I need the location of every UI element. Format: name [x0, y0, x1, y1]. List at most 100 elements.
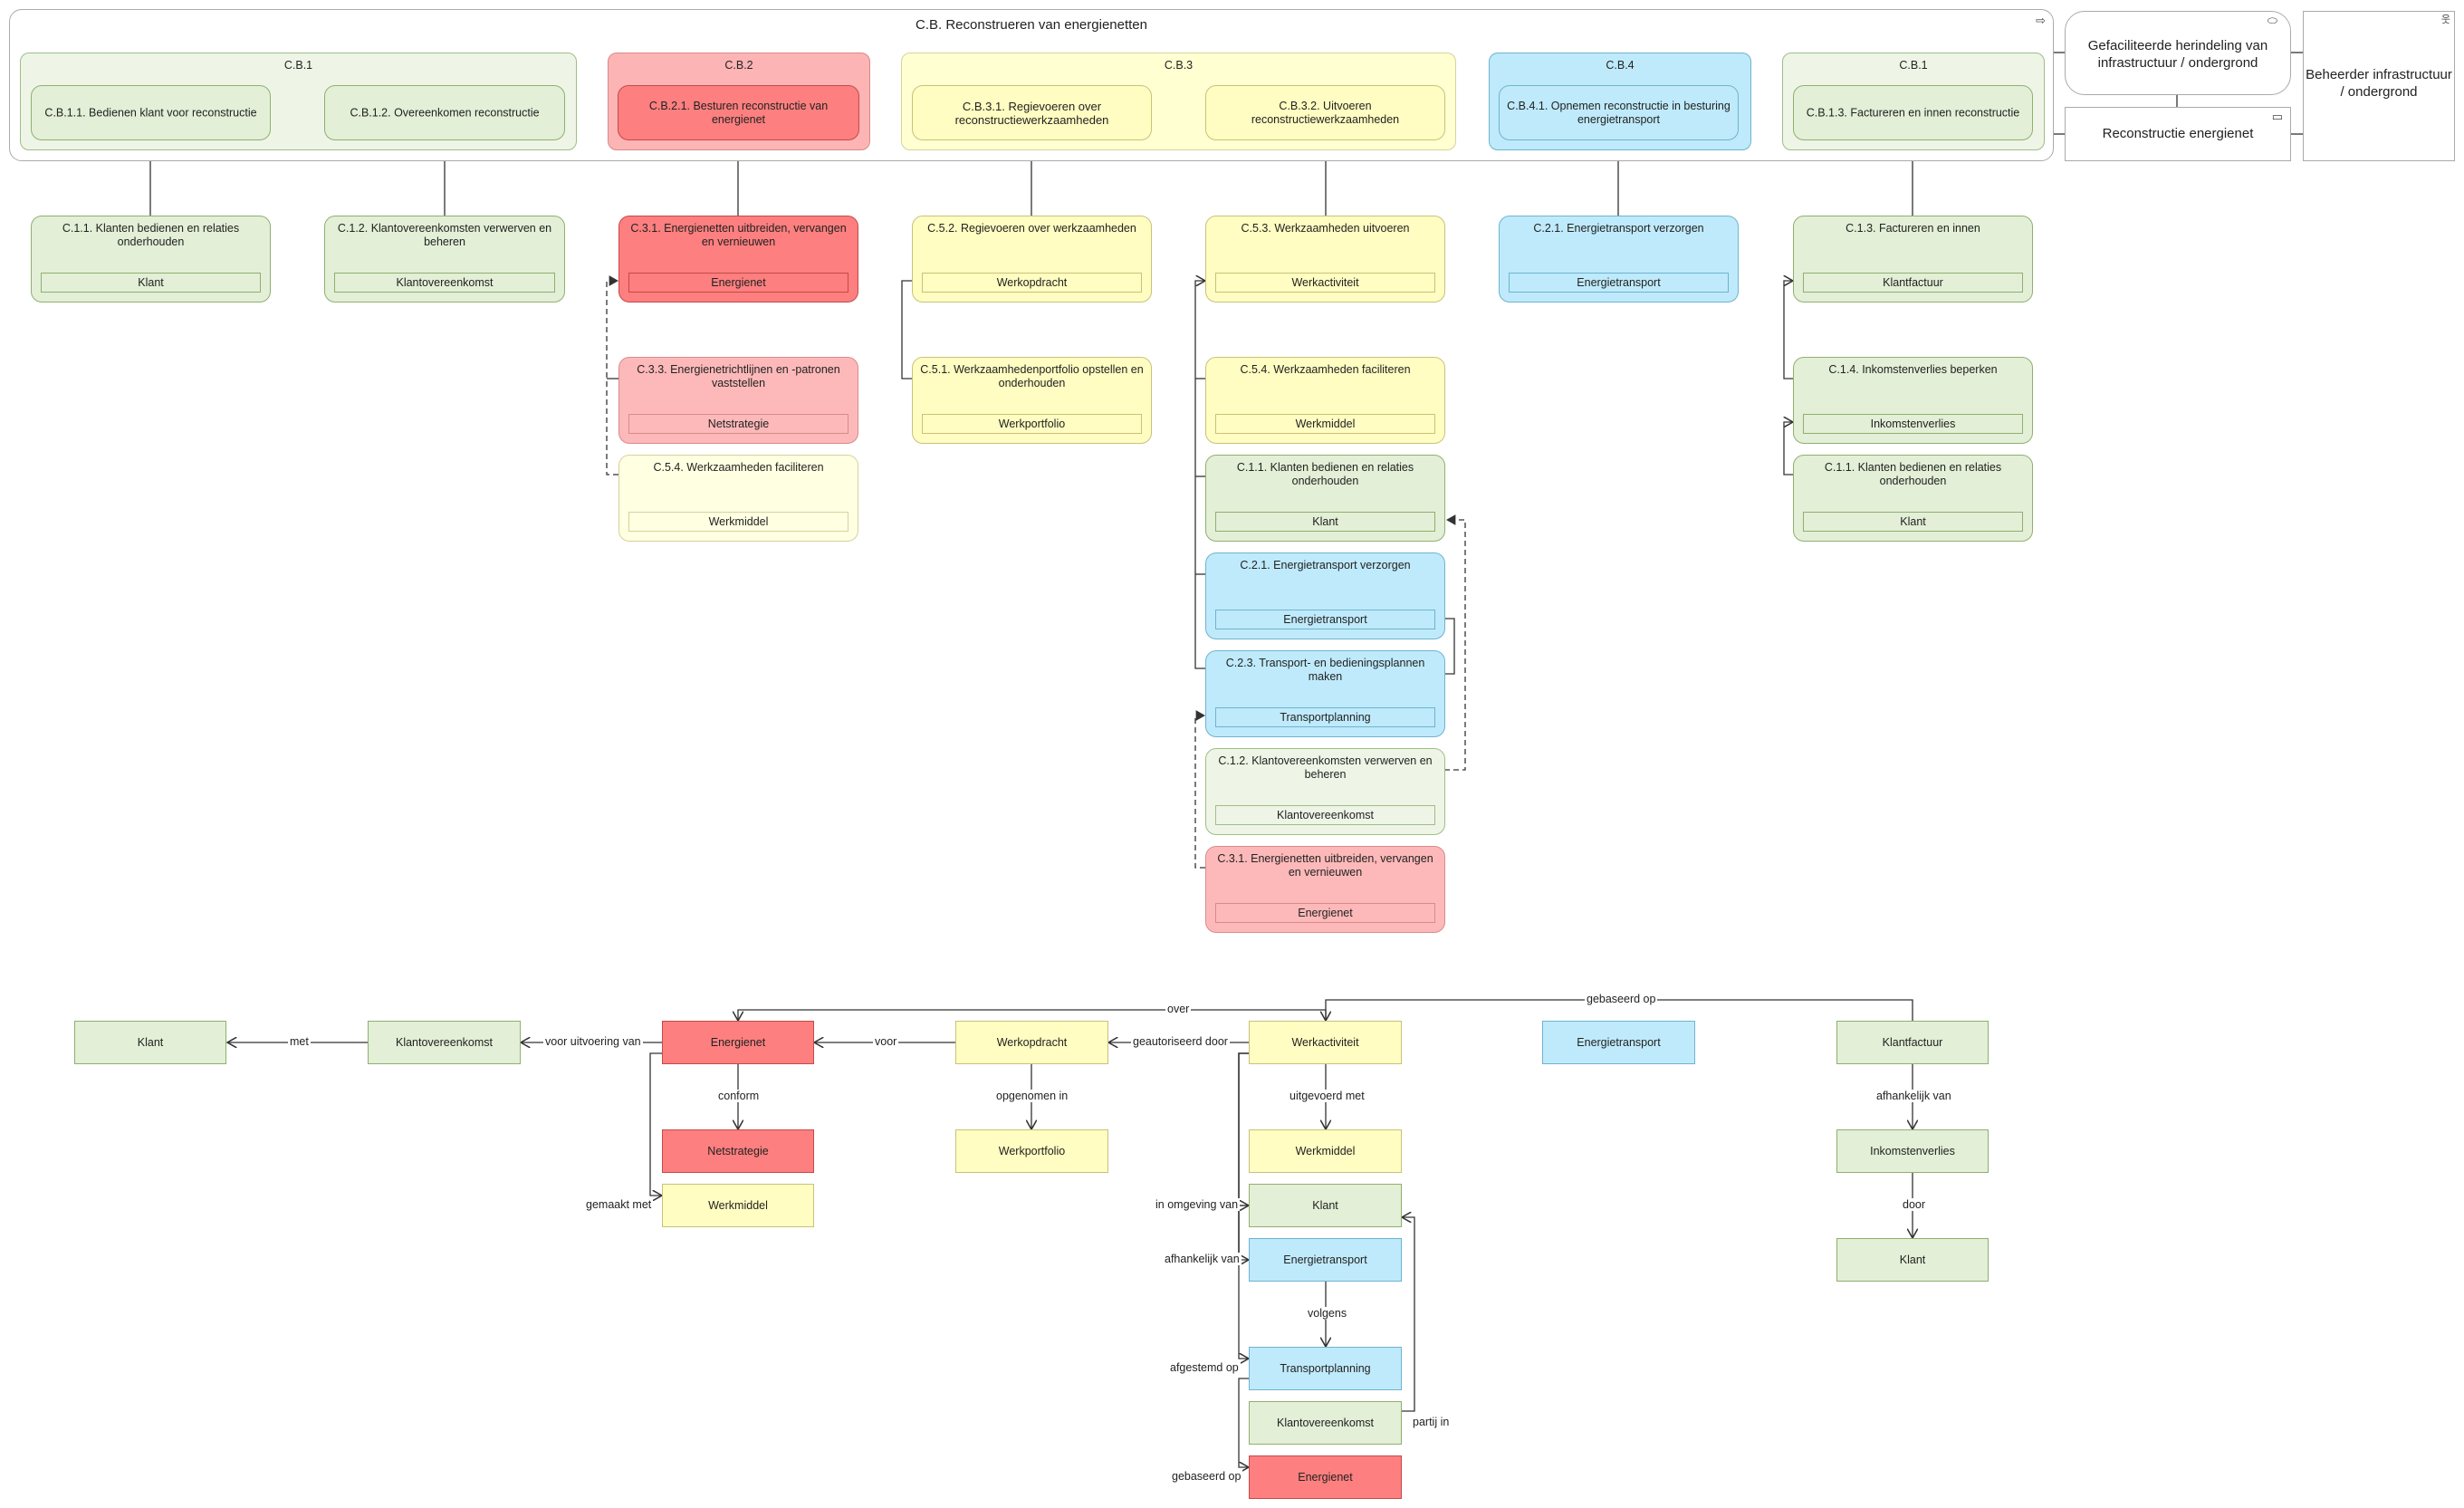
capability-title: C.1.1. Klanten bedienen en relaties onde…	[62, 222, 240, 248]
object-werkactiviteit[interactable]: Werkactiviteit	[1249, 1021, 1402, 1064]
process-cb32[interactable]: C.B.3.2. Uitvoeren reconstructiewerkzaam…	[1205, 85, 1445, 140]
capability-card[interactable]: C.5.1. Werkzaamhedenportfolio opstellen …	[912, 357, 1152, 444]
capability-title: C.5.2. Regievoeren over werkzaamheden	[927, 222, 1136, 235]
capability-card[interactable]: C.1.2. Klantovereenkomsten verwerven en …	[324, 216, 565, 303]
container-title: C.B.1	[1899, 59, 1928, 72]
relation-label: over	[1165, 1003, 1192, 1015]
capability-card[interactable]: C.5.2. Regievoeren over werkzaamheden We…	[912, 216, 1152, 303]
relation-label: gebaseerd op	[1170, 1470, 1243, 1483]
capability-title: C.5.3. Werkzaamheden uitvoeren	[1241, 222, 1410, 235]
object-netstrategie[interactable]: Netstrategie	[662, 1129, 814, 1173]
relation-label: gemaakt met	[584, 1198, 654, 1211]
capability-card[interactable]: C.1.2. Klantovereenkomsten verwerven en …	[1205, 748, 1445, 835]
process-label: C.B.1.2. Overeenkomen reconstructie	[350, 106, 540, 119]
capability-object: Werkopdracht	[922, 273, 1142, 293]
capability-card[interactable]: C.3.1. Energienetten uitbreiden, vervang…	[618, 216, 858, 303]
capability-title: C.5.1. Werkzaamhedenportfolio opstellen …	[920, 363, 1144, 389]
capability-object: Klantovereenkomst	[1215, 805, 1435, 825]
function-icon: ▭	[2271, 110, 2283, 123]
capability-object: Transportplanning	[1215, 707, 1435, 727]
relation-label: voor	[873, 1035, 899, 1048]
capability-card[interactable]: C.1.1. Klanten bedienen en relaties onde…	[1205, 455, 1445, 542]
relation-label: met	[288, 1035, 311, 1048]
process-cb12[interactable]: C.B.1.2. Overeenkomen reconstructie	[324, 85, 565, 140]
capability-object: Klant	[41, 273, 261, 293]
object-klantovereenkomst[interactable]: Klantovereenkomst	[368, 1021, 521, 1064]
process-label: C.B.1.3. Factureren en innen reconstruct…	[1806, 106, 2020, 119]
capability-card[interactable]: C.1.1. Klanten bedienen en relaties onde…	[1793, 455, 2033, 542]
business-function[interactable]: Reconstructie energienet ▭	[2065, 107, 2291, 161]
relation-label: volgens	[1306, 1307, 1349, 1320]
capability-object: Klant	[1215, 512, 1435, 532]
capability-card[interactable]: C.2.1. Energietransport verzorgen Energi…	[1205, 552, 1445, 639]
process-label: C.B.1.1. Bedienen klant voor reconstruct…	[44, 106, 257, 119]
process-cb31[interactable]: C.B.3.1. Regievoeren over reconstructiew…	[912, 85, 1152, 140]
capability-object: Energietransport	[1509, 273, 1729, 293]
function-label: Reconstructie energienet	[2102, 126, 2254, 141]
actor-label: Beheerder infrastructuur / ondergrond	[2306, 67, 2452, 100]
relation-label: afgestemd op	[1168, 1361, 1241, 1374]
process-cb21[interactable]: C.B.2.1. Besturen reconstructie van ener…	[618, 85, 859, 140]
service-label: Gefaciliteerde herindeling van infrastru…	[2087, 38, 2268, 71]
relation-label: uitgevoerd met	[1288, 1090, 1366, 1102]
service-icon: ⬭	[2267, 14, 2277, 27]
relation-label: partij in	[1411, 1416, 1452, 1428]
capability-card[interactable]: C.1.1. Klanten bedienen en relaties onde…	[31, 216, 271, 303]
process-label: C.B.3.2. Uitvoeren reconstructiewerkzaam…	[1251, 99, 1400, 126]
object-klantovereenkomst[interactable]: Klantovereenkomst	[1249, 1401, 1402, 1445]
object-werkportfolio[interactable]: Werkportfolio	[955, 1129, 1108, 1173]
business-actor[interactable]: Beheerder infrastructuur / ondergrond 웃	[2303, 11, 2455, 161]
object-klantfactuur[interactable]: Klantfactuur	[1836, 1021, 1989, 1064]
process-cb41[interactable]: C.B.4.1. Opnemen reconstructie in bestur…	[1499, 85, 1739, 140]
relation-label: afhankelijk van	[1163, 1253, 1242, 1265]
main-title: C.B. Reconstrueren van energienetten	[916, 17, 1147, 33]
capability-object: Werkmiddel	[628, 512, 848, 532]
process-label: C.B.2.1. Besturen reconstructie van ener…	[648, 99, 829, 126]
capability-object: Werkactiviteit	[1215, 273, 1435, 293]
object-werkmiddel[interactable]: Werkmiddel	[1249, 1129, 1402, 1173]
capability-card[interactable]: C.5.3. Werkzaamheden uitvoeren Werkactiv…	[1205, 216, 1445, 303]
object-inkomstenverlies[interactable]: Inkomstenverlies	[1836, 1129, 1989, 1173]
capability-card[interactable]: C.1.3. Factureren en innen Klantfactuur	[1793, 216, 2033, 303]
capability-card[interactable]: C.2.3. Transport- en bedieningsplannen m…	[1205, 650, 1445, 737]
process-cb13[interactable]: C.B.1.3. Factureren en innen reconstruct…	[1793, 85, 2033, 140]
capability-title: C.2.1. Energietransport verzorgen	[1533, 222, 1704, 235]
object-klant[interactable]: Klant	[1836, 1238, 1989, 1282]
object-energienet[interactable]: Energienet	[1249, 1455, 1402, 1499]
capability-object: Netstrategie	[628, 414, 848, 434]
capability-object: Klantfactuur	[1803, 273, 2023, 293]
business-service[interactable]: Gefaciliteerde herindeling van infrastru…	[2065, 11, 2291, 95]
capability-card[interactable]: C.3.3. Energienetrichtlijnen en -patrone…	[618, 357, 858, 444]
relation-label: geautoriseerd door	[1131, 1035, 1230, 1048]
relation-label: conform	[716, 1090, 762, 1102]
capability-card[interactable]: C.1.4. Inkomstenverlies beperken Inkomst…	[1793, 357, 2033, 444]
capability-title: C.1.1. Klanten bedienen en relaties onde…	[1236, 461, 1414, 487]
capability-title: C.3.1. Energienetten uitbreiden, vervang…	[1217, 852, 1433, 879]
capability-object: Energienet	[628, 273, 848, 293]
object-werkopdracht[interactable]: Werkopdracht	[955, 1021, 1108, 1064]
capability-title: C.2.3. Transport- en bedieningsplannen m…	[1225, 657, 1425, 683]
capability-card[interactable]: C.5.4. Werkzaamheden faciliteren Werkmid…	[618, 455, 858, 542]
capability-card[interactable]: C.5.4. Werkzaamheden faciliteren Werkmid…	[1205, 357, 1445, 444]
actor-icon: 웃	[2440, 14, 2450, 25]
object-energietransport[interactable]: Energietransport	[1249, 1238, 1402, 1282]
capability-title: C.2.1. Energietransport verzorgen	[1240, 559, 1411, 572]
object-energienet[interactable]: Energienet	[662, 1021, 814, 1064]
object-transportplanning[interactable]: Transportplanning	[1249, 1347, 1402, 1390]
relation-label: door	[1901, 1198, 1928, 1211]
process-label: C.B.3.1. Regievoeren over reconstructiew…	[954, 99, 1109, 127]
capability-title: C.1.4. Inkomstenverlies beperken	[1828, 363, 1998, 376]
container-title: C.B.1	[283, 59, 313, 72]
object-energietransport[interactable]: Energietransport	[1542, 1021, 1695, 1064]
object-werkmiddel[interactable]: Werkmiddel	[662, 1184, 814, 1227]
capability-card[interactable]: C.3.1. Energienetten uitbreiden, vervang…	[1205, 846, 1445, 933]
capability-card[interactable]: C.2.1. Energietransport verzorgen Energi…	[1499, 216, 1739, 303]
capability-title: C.1.2. Klantovereenkomsten verwerven en …	[337, 222, 552, 248]
object-klant[interactable]: Klant	[74, 1021, 226, 1064]
capability-title: C.1.3. Factureren en innen	[1846, 222, 1980, 235]
process-cb11[interactable]: C.B.1.1. Bedienen klant voor reconstruct…	[31, 85, 271, 140]
container-title: C.B.2	[724, 59, 753, 72]
capability-title: C.3.3. Energienetrichtlijnen en -patrone…	[637, 363, 840, 389]
object-klant[interactable]: Klant	[1249, 1184, 1402, 1227]
process-arrow-icon: ⇨	[2036, 14, 2046, 27]
